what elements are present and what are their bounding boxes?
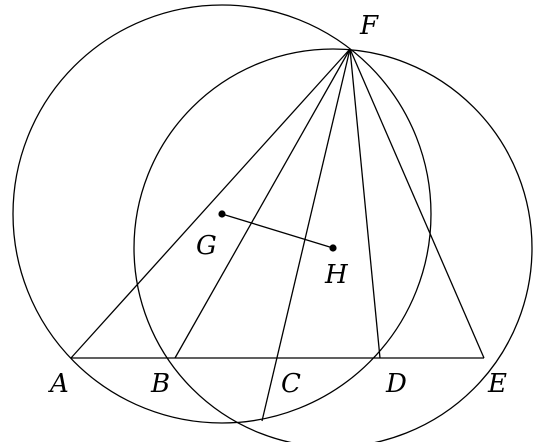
label-b: B — [150, 369, 170, 399]
circle-g — [12, 4, 432, 424]
label-g: G — [196, 231, 217, 261]
segment-fe — [349, 48, 485, 359]
point-g — [218, 210, 226, 218]
label-a: A — [48, 369, 69, 399]
segment-fa — [70, 48, 351, 359]
label-c: C — [281, 369, 301, 399]
segment-fd — [349, 48, 381, 359]
label-h: H — [324, 260, 349, 290]
segment-fb — [174, 48, 351, 359]
label-e: E — [487, 369, 507, 399]
circle-h — [133, 48, 533, 442]
segment-gh — [221, 213, 334, 249]
label-d: D — [385, 369, 407, 399]
point-h — [329, 244, 337, 252]
label-f: F — [359, 11, 379, 41]
segment-fc — [261, 48, 351, 422]
